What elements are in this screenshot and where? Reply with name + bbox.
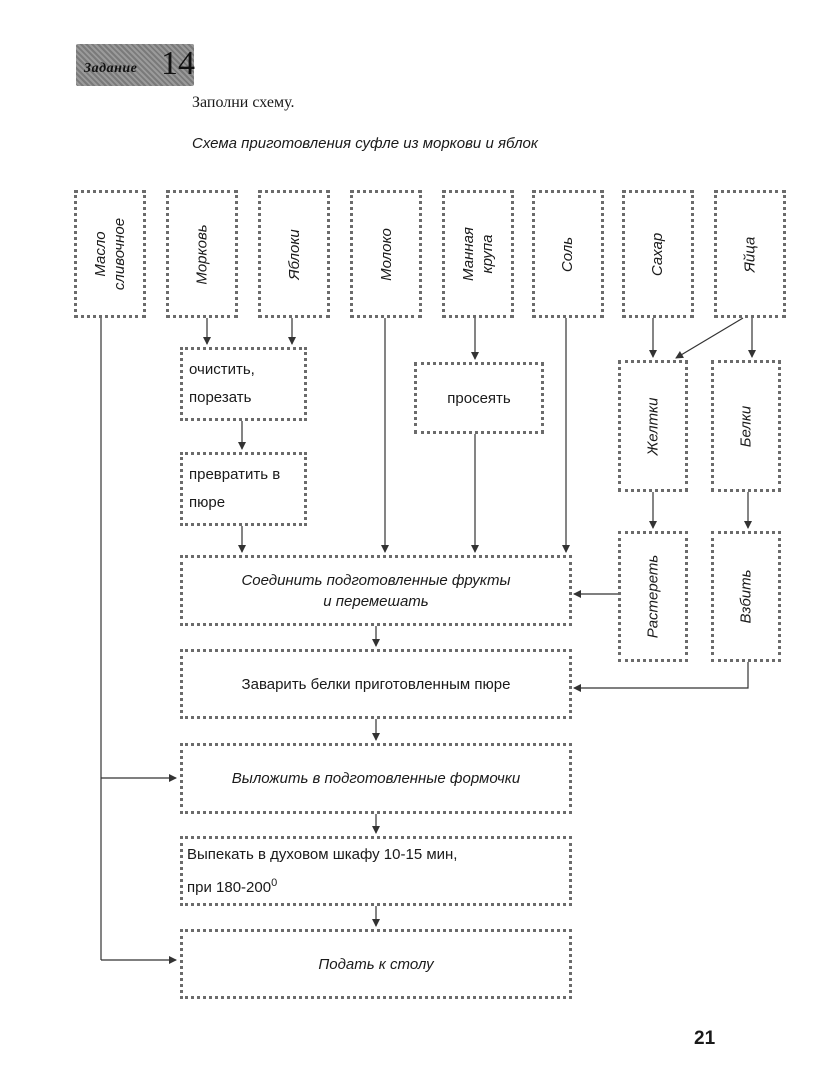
arrow-eggs-yolks	[675, 317, 744, 359]
step-whip-box: Взбить	[711, 531, 781, 662]
step-whites-box: Белки	[711, 360, 781, 492]
arrow-whip-brew	[573, 662, 749, 692]
step-serve-box: Подать к столу	[180, 929, 572, 999]
ingredient-box-carrot: Морковь	[166, 190, 238, 318]
step-sift: просеять	[447, 389, 511, 407]
ingredient-box-salt: Соль	[532, 190, 604, 318]
ingredient-label-milk: Молоко	[377, 227, 395, 281]
ingredient-box-butter: Масло сливочное	[74, 190, 146, 318]
step-combine: Соединить подготовленные фрукты и переме…	[241, 571, 511, 610]
step-yolks-box: Желтки	[618, 360, 688, 492]
step-clean: очистить, порезать	[189, 361, 255, 406]
step-grind: Растереть	[644, 554, 662, 639]
step-bake-text: Выпекать в духовом шкафу 10-15 мин, при …	[187, 845, 458, 896]
ingredient-label-semolina: Манная крупа	[460, 227, 496, 281]
ingredient-box-apples: Яблоки	[258, 190, 330, 318]
scheme-title: Схема приготовления суфле из моркови и я…	[192, 135, 538, 152]
ingredient-box-eggs: Яйца	[714, 190, 786, 318]
ingredient-box-sugar: Сахар	[622, 190, 694, 318]
task-badge: Задание 14	[76, 44, 195, 86]
step-clean-box: очистить, порезать	[180, 347, 307, 421]
step-puree-box: превратить в пюре	[180, 452, 307, 526]
step-grind-box: Растереть	[618, 531, 688, 662]
ingredient-label-salt: Соль	[559, 236, 577, 272]
step-place-box: Выложить в подготовленные формочки	[180, 743, 572, 814]
step-brew: Заварить белки приготовленным пюре	[241, 675, 511, 693]
ingredient-label-eggs: Яйца	[741, 236, 759, 272]
step-brew-box: Заварить белки приготовленным пюре	[180, 649, 572, 719]
degree-superscript: 0	[271, 876, 278, 889]
ingredient-box-semolina: Манная крупа	[442, 190, 514, 318]
step-whites: Белки	[737, 405, 755, 447]
step-whip: Взбить	[737, 569, 755, 624]
step-serve: Подать к столу	[318, 955, 434, 973]
instruction: Заполни схему.	[192, 94, 295, 111]
ingredient-label-carrot: Морковь	[193, 223, 211, 285]
step-sift-box: просеять	[414, 362, 544, 434]
ingredient-label-butter: Масло сливочное	[92, 217, 128, 291]
step-combine-box: Соединить подготовленные фрукты и переме…	[180, 555, 572, 626]
step-yolks: Желтки	[644, 397, 662, 455]
page-number: 21	[694, 1028, 716, 1049]
step-puree: превратить в пюре	[189, 466, 281, 511]
step-bake-box: Выпекать в духовом шкафу 10-15 мин, при …	[180, 836, 572, 906]
task-word: Задание	[84, 61, 138, 76]
task-number: 14	[161, 45, 195, 82]
ingredient-label-apples: Яблоки	[285, 228, 303, 280]
ingredient-label-sugar: Сахар	[649, 232, 667, 276]
ingredient-box-milk: Молоко	[350, 190, 422, 318]
step-bake: Выпекать в духовом шкафу 10-15 мин, при …	[183, 841, 569, 902]
step-place: Выложить в подготовленные формочки	[231, 770, 521, 787]
